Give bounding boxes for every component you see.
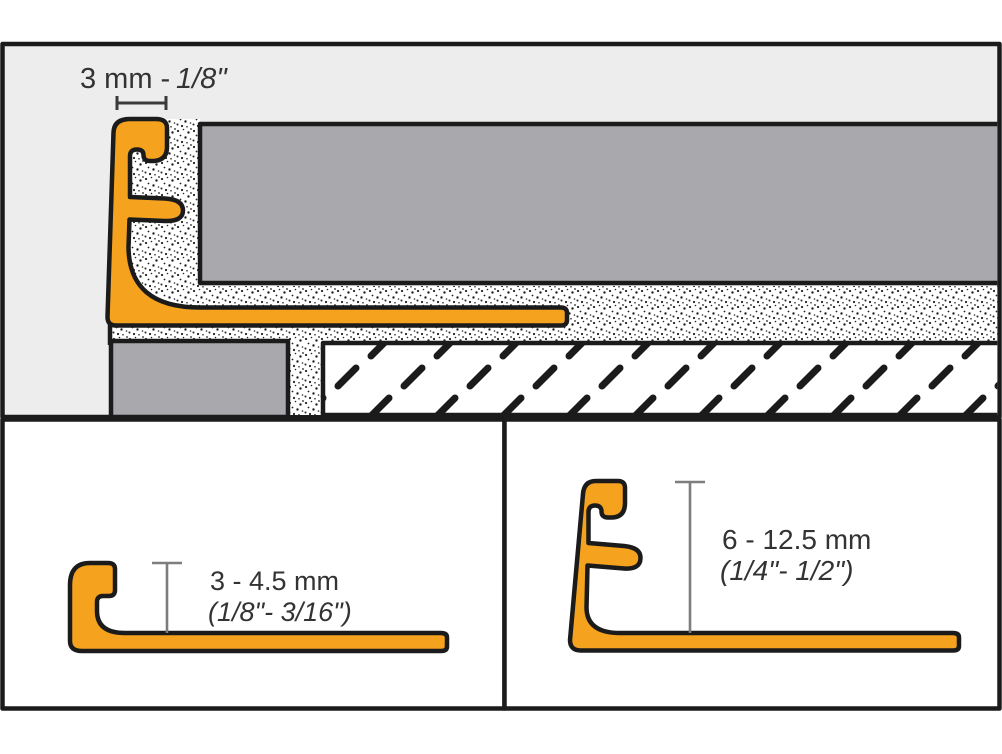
top-dimension-label-metric: 3 mm -: [80, 63, 170, 95]
high-profile-dimension-line: [675, 480, 705, 633]
high-profile-label-imperial: (1/4"- 1/2"): [720, 555, 853, 586]
trim-profile-high: [567, 478, 962, 653]
top-dimension-line: [115, 96, 168, 110]
tile-slab: [197, 121, 998, 286]
trim-profile-installed: [105, 116, 570, 328]
trim-profile-low: [67, 560, 450, 654]
low-profile-label-imperial: (1/8"- 3/16"): [208, 597, 352, 627]
mortar-strip: [290, 340, 323, 415]
adjacent-covering-block: [108, 338, 291, 415]
high-profile-label-metric: 6 - 12.5 mm: [722, 524, 871, 555]
substrate-hatch: [320, 340, 998, 415]
low-profile-dimension-line: [152, 561, 182, 633]
low-profile-label-metric: 3 - 4.5 mm: [210, 566, 339, 596]
top-dimension-label-imperial: 1/8": [176, 63, 228, 95]
